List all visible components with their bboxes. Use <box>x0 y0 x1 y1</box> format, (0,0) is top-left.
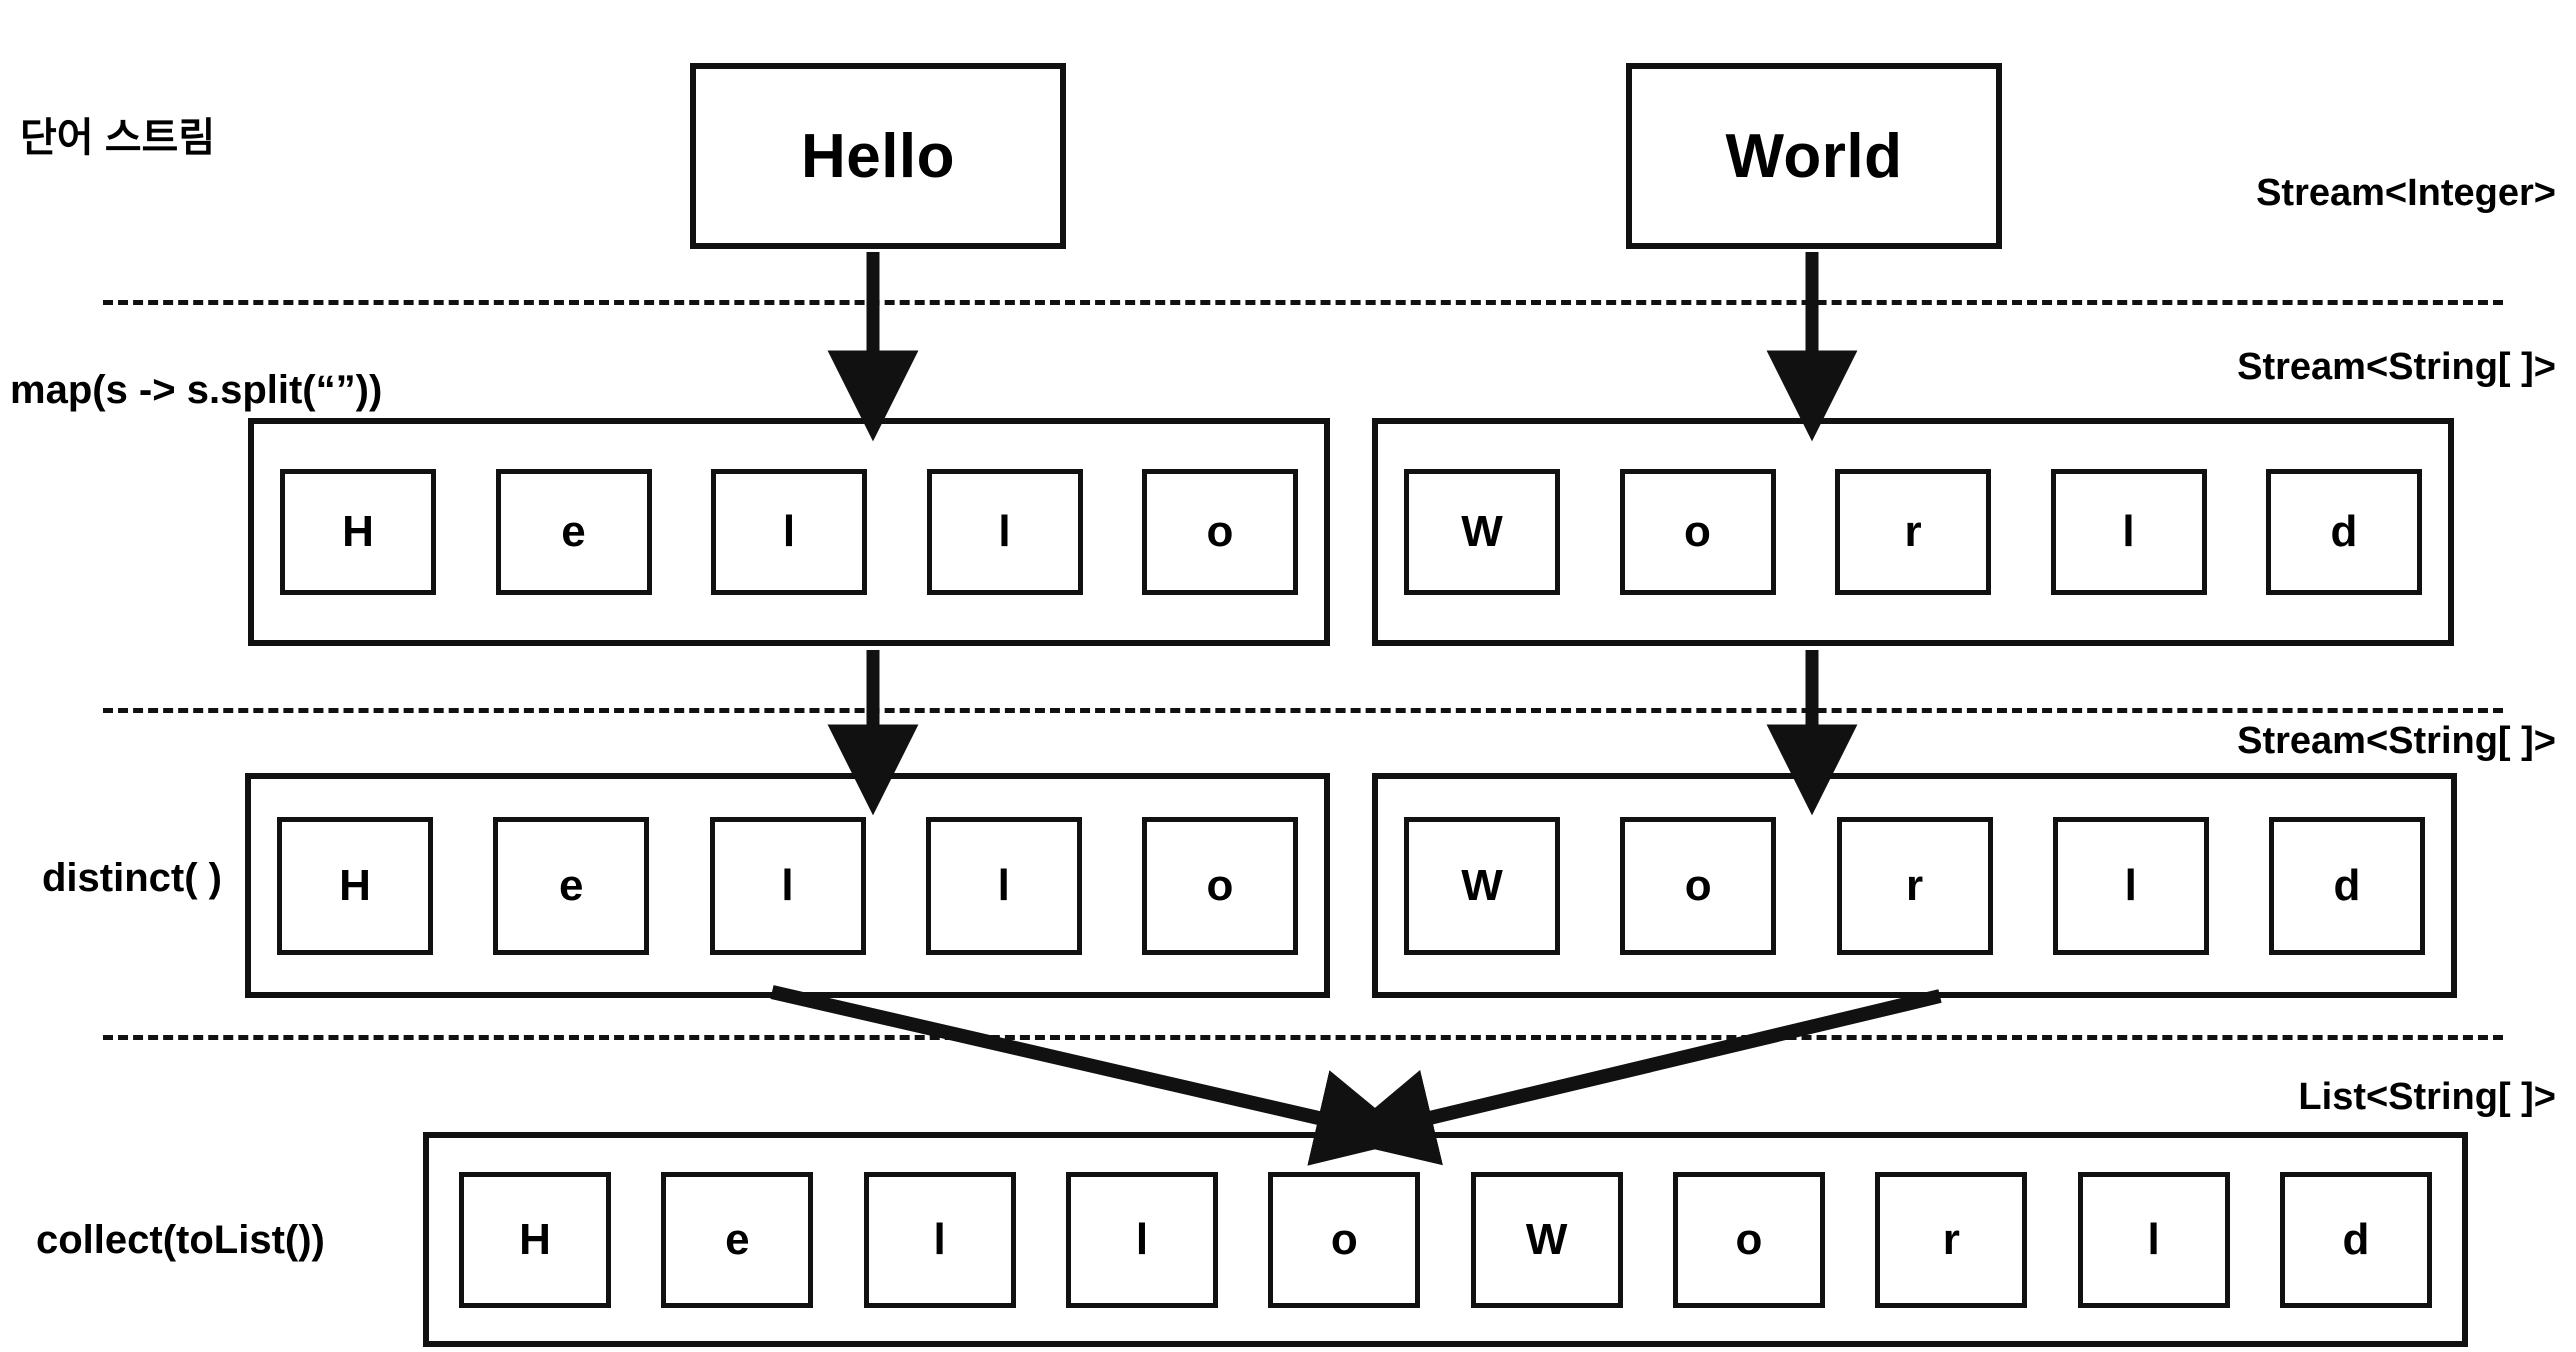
letter-text: W <box>1525 1214 1568 1264</box>
letter-cell[interactable]: W <box>1470 1171 1623 1308</box>
letter-text: H <box>342 507 374 556</box>
letter-cell[interactable]: l <box>926 469 1083 595</box>
arrow-distinct-right-to-collect <box>1336 989 1942 1166</box>
letter-text: e <box>561 507 586 556</box>
letter-text: l <box>933 1214 946 1264</box>
letter-text: o <box>1330 1214 1358 1264</box>
letter-cell[interactable]: l <box>2050 469 2207 595</box>
letter-text: l <box>997 860 1010 910</box>
stage-divider-2 <box>103 708 2503 713</box>
letter-group-map-world[interactable]: W o r l d <box>1372 418 2454 646</box>
letter-text: l <box>1135 1214 1149 1264</box>
letter-cell[interactable]: H <box>459 1171 611 1308</box>
stage-label-distinct: distinct( ) <box>42 856 222 900</box>
letter-text: o <box>1684 507 1711 556</box>
letter-cell[interactable]: d <box>2279 1171 2432 1308</box>
letter-cell[interactable]: d <box>2269 816 2425 955</box>
letter-cell[interactable]: W <box>1404 469 1560 595</box>
letter-text: r <box>1942 1214 1960 1264</box>
word-box-world[interactable]: World <box>1626 63 2002 249</box>
letter-text: l <box>2122 507 2135 556</box>
letter-text: o <box>1735 1214 1763 1264</box>
letter-text: d <box>2330 507 2358 556</box>
letter-cell[interactable]: r <box>1875 1171 2028 1308</box>
letter-cell[interactable]: o <box>1672 1171 1825 1308</box>
letter-text: H <box>519 1214 551 1264</box>
letter-cell[interactable]: e <box>493 816 650 955</box>
letter-text: d <box>2333 860 2361 910</box>
letter-cell[interactable]: r <box>1836 816 1993 955</box>
letter-cell[interactable]: H <box>280 469 436 595</box>
letter-text: l <box>998 507 1011 556</box>
letter-cell[interactable]: l <box>711 469 867 595</box>
letter-cell[interactable]: H <box>277 816 433 955</box>
letter-group-distinct-hello[interactable]: H e l l o <box>245 773 1330 998</box>
letter-text: l <box>781 860 794 910</box>
letter-cell[interactable]: o <box>1142 469 1298 595</box>
letter-text: l <box>2124 860 2137 910</box>
letter-cell[interactable]: o <box>1142 816 1298 955</box>
letter-cell[interactable]: l <box>863 1171 1016 1308</box>
letter-text: W <box>1461 507 1503 556</box>
stage-divider-1 <box>103 300 2503 305</box>
word-box-world-text: World <box>1725 121 1903 191</box>
type-label-distinct: Stream<String[ ]> <box>2237 720 2556 762</box>
letter-text: l <box>782 507 796 556</box>
letter-text: o <box>1684 860 1712 910</box>
letter-cell[interactable]: l <box>925 816 1082 955</box>
letter-cell[interactable]: o <box>1619 469 1776 595</box>
stage-divider-3 <box>103 1035 2503 1040</box>
stage-label-map: map(s -> s.split(“”)) <box>10 368 383 412</box>
letter-cell[interactable]: o <box>1620 816 1777 955</box>
stage-label-source: 단어 스트림 <box>20 116 216 160</box>
letter-text: e <box>559 860 584 910</box>
letter-text: W <box>1461 860 1503 910</box>
letter-cell[interactable]: e <box>661 1171 814 1308</box>
stage-label-collect: collect(toList()) <box>36 1218 325 1262</box>
letter-text: H <box>339 860 371 910</box>
letter-cell[interactable]: W <box>1404 816 1560 955</box>
letter-text: e <box>725 1214 750 1264</box>
letter-text: o <box>1206 860 1234 910</box>
word-box-hello[interactable]: Hello <box>690 63 1066 249</box>
type-label-collect: List<String[ ]> <box>2298 1076 2556 1118</box>
letter-text: l <box>2147 1214 2160 1264</box>
letter-text: r <box>1904 507 1922 556</box>
letter-text: d <box>2342 1214 2370 1264</box>
letter-cell[interactable]: o <box>1268 1171 1421 1308</box>
letter-cell[interactable]: d <box>2266 469 2422 595</box>
type-label-map: Stream<String[ ]> <box>2237 346 2556 388</box>
letter-text: r <box>1905 860 1924 910</box>
letter-group-map-hello[interactable]: H e l l o <box>248 418 1330 646</box>
letter-group-collect[interactable]: H e l l o W o r l d <box>423 1132 2468 1347</box>
arrow-distinct-left-to-collect <box>770 985 1414 1166</box>
letter-cell[interactable]: e <box>495 469 652 595</box>
letter-cell[interactable]: l <box>709 816 866 955</box>
letter-cell[interactable]: r <box>1835 469 1991 595</box>
letter-text: o <box>1206 507 1234 556</box>
letter-cell[interactable]: l <box>1065 1171 1218 1308</box>
letter-cell[interactable]: l <box>2077 1171 2230 1308</box>
word-box-hello-text: Hello <box>800 121 956 191</box>
type-label-source: Stream<Integer> <box>2256 172 2556 214</box>
letter-group-distinct-world[interactable]: W o r l d <box>1372 773 2457 998</box>
letter-cell[interactable]: l <box>2052 816 2209 955</box>
